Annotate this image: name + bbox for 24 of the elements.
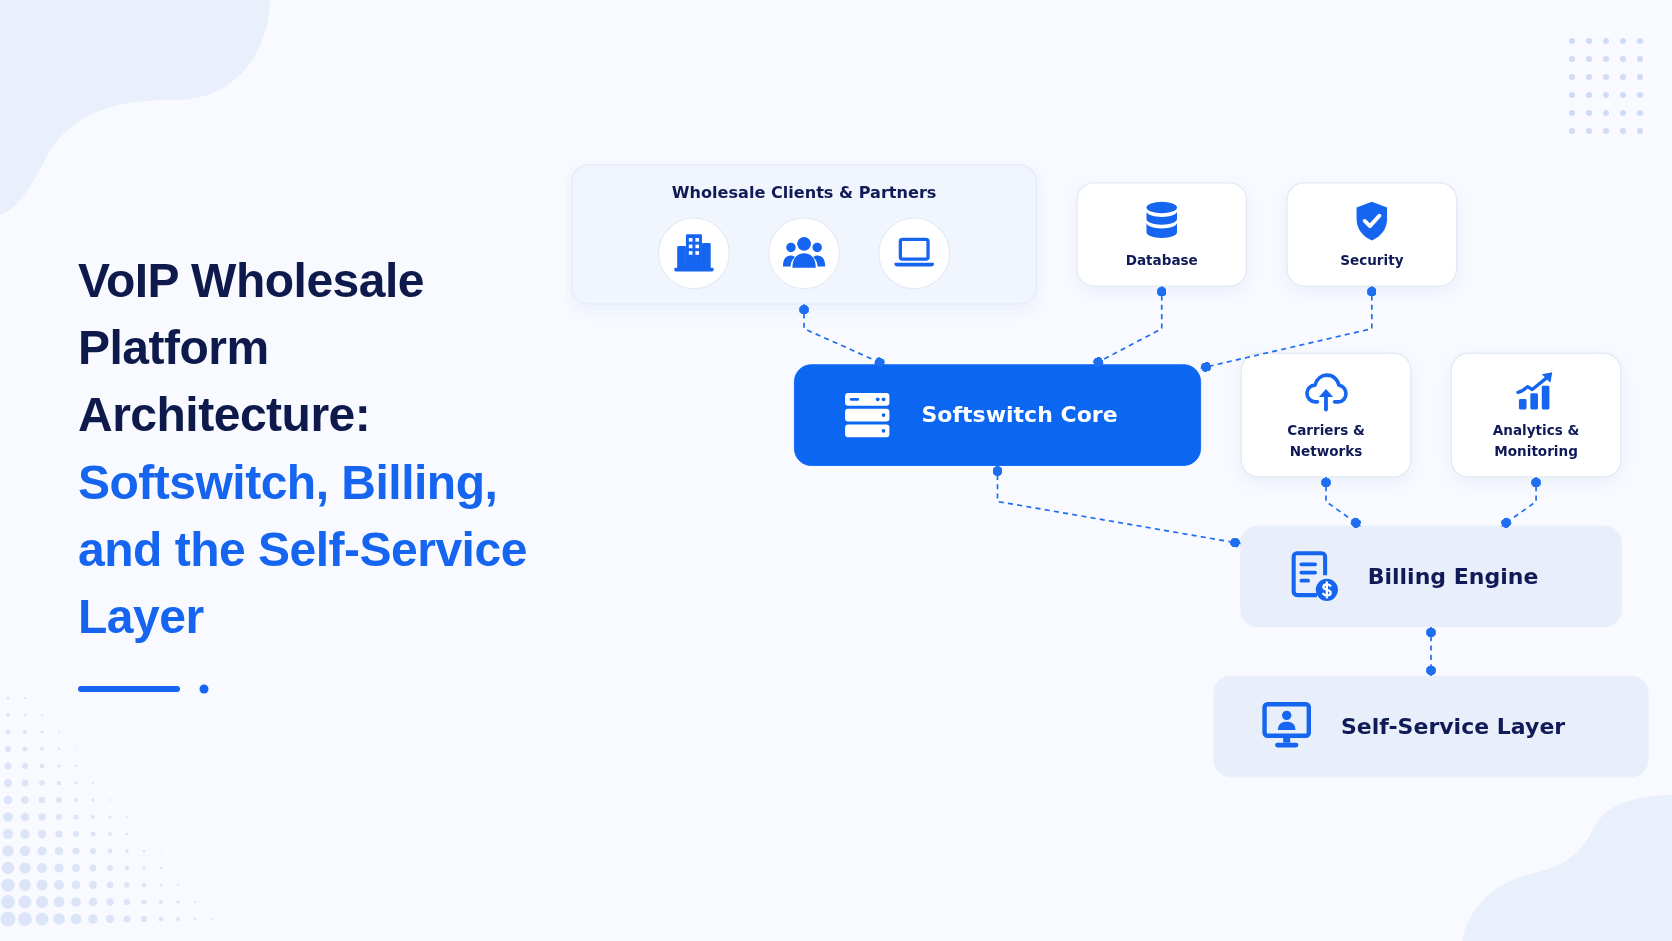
dashed-connector: [1092, 285, 1167, 367]
client-group-panel: [571, 163, 1037, 305]
component-card: [1076, 181, 1248, 287]
dashed-connector: [1425, 625, 1437, 677]
title-heading: VoIP Wholesale Platform Architecture: Softswitch, Billing, and the Self-Service Layer: [78, 252, 528, 645]
layer-box: [1213, 675, 1649, 777]
component-card: [1286, 181, 1458, 287]
layer-box: [1240, 525, 1622, 627]
dashed-connector: [1500, 475, 1542, 528]
node-label: Database: [1124, 250, 1199, 271]
node-label: Analytics & Monitoring: [1491, 421, 1581, 461]
node-label: Billing Engine: [1367, 562, 1539, 591]
node-label: Wholesale Clients & Partners: [671, 181, 937, 203]
component-card: [1240, 352, 1412, 478]
dashed-connector: [798, 303, 886, 368]
core-process-box: [793, 363, 1202, 466]
dashed-connector: [1320, 475, 1362, 528]
node-label: Security: [1339, 250, 1405, 271]
component-card: [1450, 352, 1622, 478]
dashed-connector: [1199, 285, 1377, 372]
node-label: Softswitch Core: [921, 400, 1118, 430]
node-label: Carriers & Networks: [1286, 421, 1366, 461]
dashed-connector: [992, 464, 1242, 548]
node-label: Self-Service Layer: [1340, 712, 1566, 741]
